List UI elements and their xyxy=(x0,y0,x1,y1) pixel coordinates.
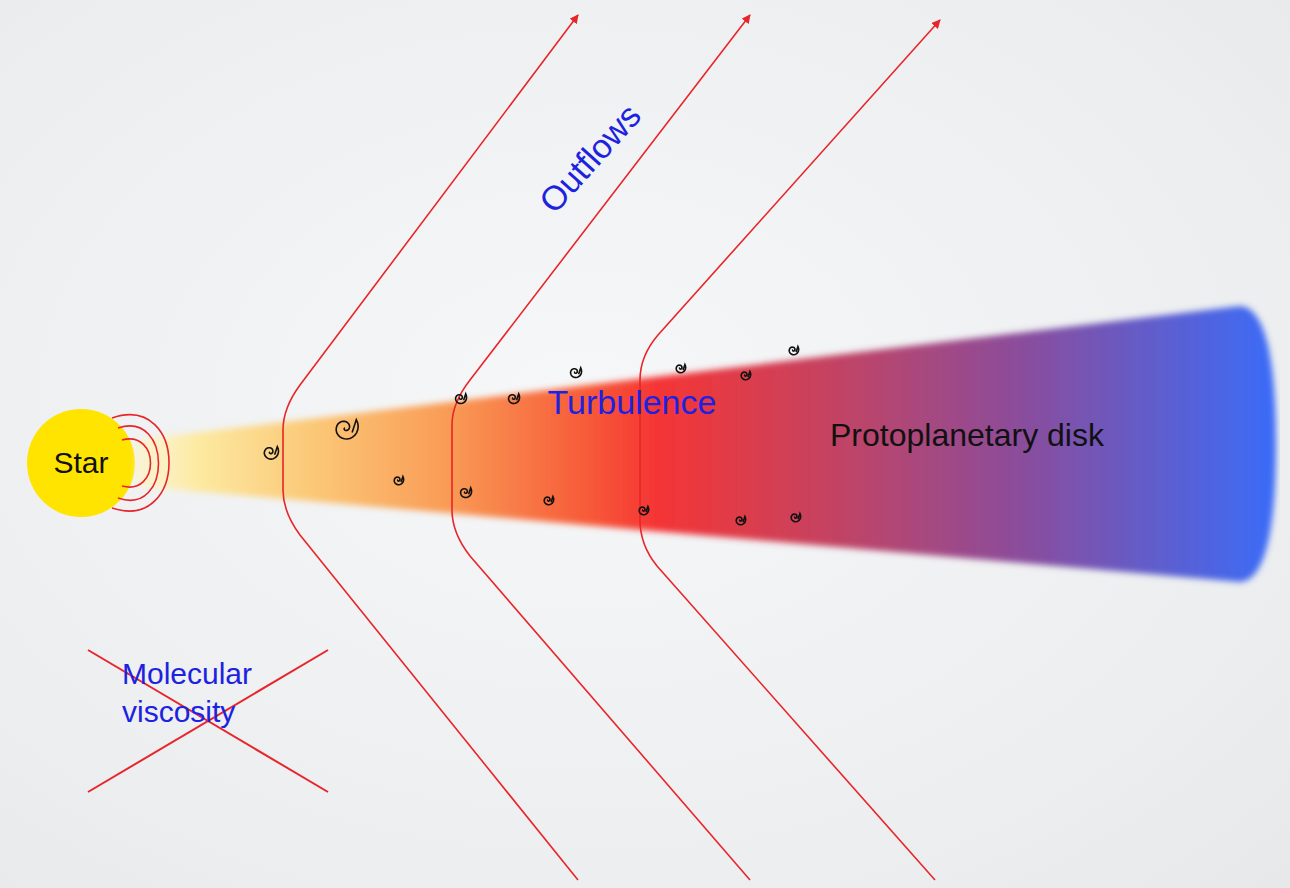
outflow-line xyxy=(640,20,940,880)
outflow-line xyxy=(283,15,578,880)
eddy-swirl xyxy=(544,497,554,505)
eddy-swirl xyxy=(571,368,582,378)
disk-shape xyxy=(130,298,1280,590)
eddy-swirl xyxy=(394,477,404,485)
label-holder: Molecular viscosity xyxy=(122,655,312,730)
outflows-label: Outflows xyxy=(531,96,648,220)
field-loop xyxy=(122,439,151,487)
disk-band: TurbulenceProtoplanetary disk xyxy=(130,298,1280,590)
eddy-swirl xyxy=(791,514,801,522)
eddy-swirl xyxy=(676,365,686,373)
cross-line xyxy=(88,650,328,792)
eddy-swirl xyxy=(264,447,278,459)
eddy-swirl xyxy=(639,507,649,515)
text-holder: Turbulence xyxy=(548,383,717,422)
eddy-swirl xyxy=(509,394,520,404)
eddy-swirl xyxy=(736,517,746,525)
eddy-swirl xyxy=(456,394,467,404)
turbulence-eddies xyxy=(264,347,800,525)
eddy-swirl xyxy=(741,372,751,380)
eddy-swirl xyxy=(336,420,358,439)
eddy-swirl xyxy=(461,488,472,498)
disk-label: Protoplanetary disk xyxy=(830,417,1104,454)
eddy-swirl xyxy=(789,347,799,355)
turbulence-label: Turbulence xyxy=(548,383,717,422)
star-label: Star xyxy=(53,446,108,480)
viscosity-label: Molecular viscosity xyxy=(122,655,312,730)
field-loop xyxy=(118,426,159,500)
cross-line xyxy=(88,650,328,792)
text-holder: Protoplanetary disk xyxy=(830,417,1104,454)
label-holder: Outflows xyxy=(531,96,648,220)
field-loop xyxy=(112,415,169,511)
outflow-line xyxy=(452,15,750,880)
star-circle: Star xyxy=(27,409,135,517)
